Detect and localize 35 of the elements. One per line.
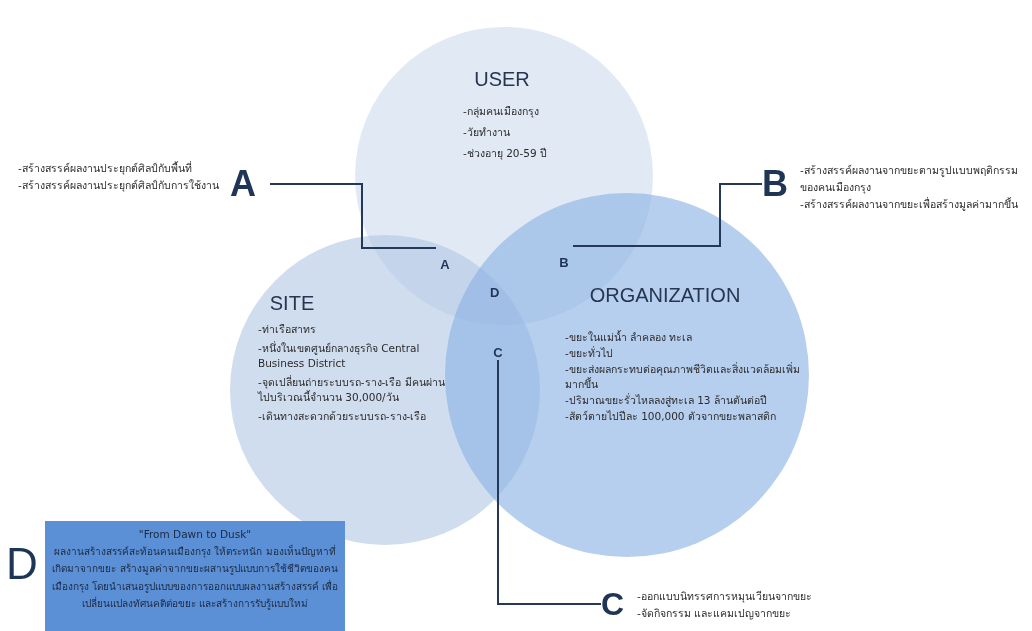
side-note: -สร้างสรรค์ผลงานประยุกต์ศิลป์กับการใช้งาน [18, 178, 219, 194]
side-note: -สร้างสรรค์ผลงานประยุกต์ศิลป์กับพื้นที่ [18, 160, 192, 177]
bullet-text: -ท่าเรือสาทร [258, 322, 316, 337]
side-note: -สร้างสรรค์ผลงานจากขยะเพื่อสร้างมูลค่ามากขึ้น [800, 196, 1018, 213]
side-note: -ออกแบบนิทรรศการหมุนเวียนจากขยะ [637, 589, 812, 605]
letter-marker: A [436, 244, 454, 272]
letter-marker: C [601, 588, 627, 620]
bullet-text: -ขยะในแม่น้ำ ลำคลอง ทะเล [565, 330, 693, 345]
panel-text: ผลงานสร้างสรรค์สะท้อนคนเมืองกรุง ให้ตระหนัก มองเห็นปัญหาที่เกิดมาจากขยะ สร้างมูลค่าจากขยะผสานรูปแบบการใช้ชีวิตของคนเมืองกรุง โดยนำเสนอรูปแบบของการออกแบบผลงานสร้างสรรค์ เพื่อเปลี่ยนแปลงทัศนคติต่อขยะ และสร้างการรับรู้แบบใหม่ [51, 543, 339, 612]
letter-marker: D [6, 542, 38, 586]
circle-heading: USER [474, 68, 530, 91]
letter-marker: C [489, 338, 507, 360]
side-note: -จัดกิจกรรม และแคมเปญจากขยะ [637, 606, 792, 622]
text-panel [45, 521, 345, 631]
circle-heading: ORGANIZATION [589, 284, 741, 307]
bullet-text: -ขยะส่งผลกระทบต่อคุณภาพชีวิตและสิ่งแวดล้อมเพิ่มมากขึ้น [565, 362, 800, 393]
side-note: -สร้างสรรค์ผลงานจากขยะตามรูปแบบพฤติกรรมของคนเมืองกรุง [800, 163, 1019, 196]
leader-line [497, 359, 602, 605]
letter-marker: D [490, 285, 500, 300]
bullet-text: -กลุ่มคนเมืองกรุง [463, 104, 539, 120]
bullet-text: -ช่วงอายุ 20-59 ปี [463, 146, 547, 162]
bullet-text: -เดินทางสะดวกด้วยระบบรถ-ราง-เรือ [258, 409, 427, 424]
leader-line [269, 183, 437, 249]
bullet-text: -หนึ่งในเขตศูนย์กลางธุรกิจ Central Business District [258, 341, 421, 372]
letter-marker: B [762, 166, 792, 202]
letter-marker: A [230, 166, 270, 202]
leader-line [572, 183, 763, 247]
bullet-text: -จุดเปลี่ยนถ่ายระบบรถ-ราง-เรือ มีคนผ่านไปบริเวณนี้จำนวน 30,000/วัน [258, 375, 446, 406]
bullet-text: -ปริมาณขยะรั่วไหลลงสู่ทะเล 13 ล้านตันต่อปี [565, 393, 767, 409]
panel-title: "From Dawn to Dusk" [137, 527, 253, 542]
circle-heading: SITE [269, 292, 315, 315]
letter-marker: B [555, 244, 573, 270]
bullet-text: -ขยะทั่วไป [565, 346, 613, 361]
bullet-text: -สัตว์ตายไปปีละ 100,000 ตัวจากขยะพลาสติก [565, 409, 776, 424]
bullet-text: -วัยทำงาน [463, 125, 510, 140]
